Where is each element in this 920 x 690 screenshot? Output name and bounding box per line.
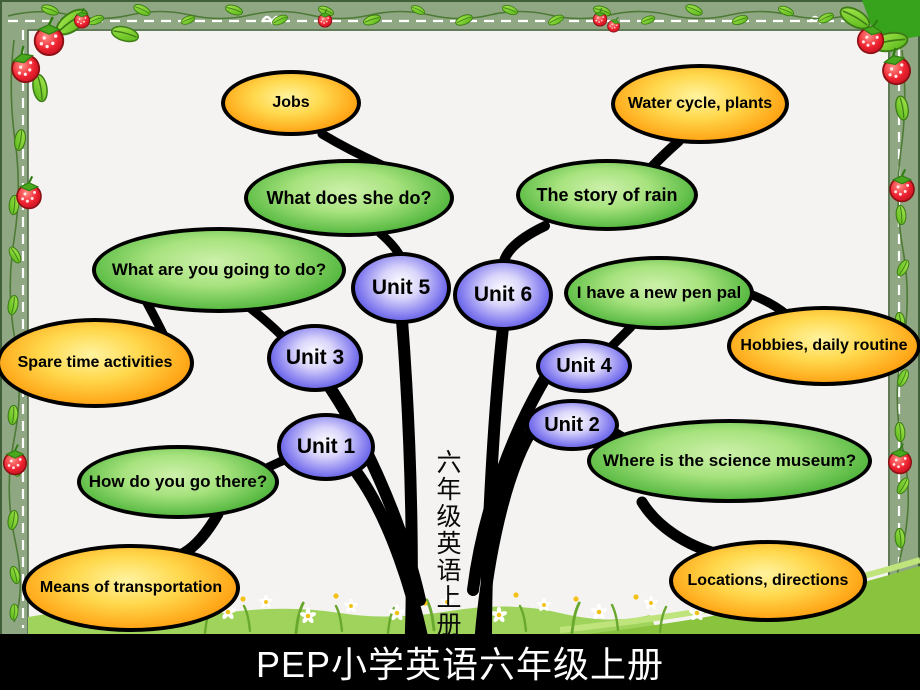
branch-line [375, 228, 404, 259]
flower-bud [240, 596, 246, 602]
frame-top-band [0, 0, 920, 31]
daisy-icon [590, 603, 608, 621]
flower-bud [333, 593, 339, 599]
branch-line [499, 221, 550, 266]
node-unit-5: Unit 5 [351, 252, 451, 324]
node-unit-6: Unit 6 [453, 259, 553, 331]
node-topic-unit-4: I have a new pen pal [564, 256, 754, 330]
node-unit-4: Unit 4 [536, 339, 632, 393]
bottom-title-text: PEP小学英语六年级上册 [255, 644, 665, 685]
flower-bud [573, 596, 579, 602]
node-subtopic-unit-6: Water cycle, plants [611, 64, 789, 144]
node-subtopic-unit-5: Jobs [221, 70, 361, 136]
node-subtopic-unit-1: Means of transportation [22, 544, 240, 632]
node-topic-unit-6: The story of rain [516, 159, 698, 231]
branch-line [607, 322, 636, 351]
daisy-icon [643, 595, 659, 610]
node-unit-2: Unit 2 [525, 399, 619, 451]
node-topic-unit-3: What are you going to do? [92, 227, 346, 313]
node-topic-unit-5: What does she do? [244, 159, 454, 237]
node-unit-1: Unit 1 [277, 413, 375, 481]
bottom-title-bar: PEP小学英语六年级上册 [0, 634, 920, 690]
tree-trunk-label: 六年级英语上册 [433, 449, 462, 638]
daisy-icon [343, 598, 359, 613]
trunk-line [467, 364, 556, 596]
node-topic-unit-1: How do you go there? [77, 445, 279, 519]
node-subtopic-unit-2: Locations, directions [669, 540, 867, 622]
node-topic-unit-2: Where is the science museum? [587, 419, 872, 503]
flower-bud [513, 592, 519, 598]
node-subtopic-unit-3: Spare time activities [0, 318, 194, 408]
node-subtopic-unit-4: Hobbies, daily routine [727, 306, 920, 386]
flower-bud [633, 594, 639, 600]
trunk-line [316, 370, 426, 606]
node-unit-3: Unit 3 [267, 324, 363, 392]
grass-hill [560, 566, 920, 637]
branch-line [636, 496, 724, 560]
daisy-icon [258, 594, 274, 609]
frame-outer-edge [0, 0, 920, 637]
branch-line [178, 508, 224, 559]
